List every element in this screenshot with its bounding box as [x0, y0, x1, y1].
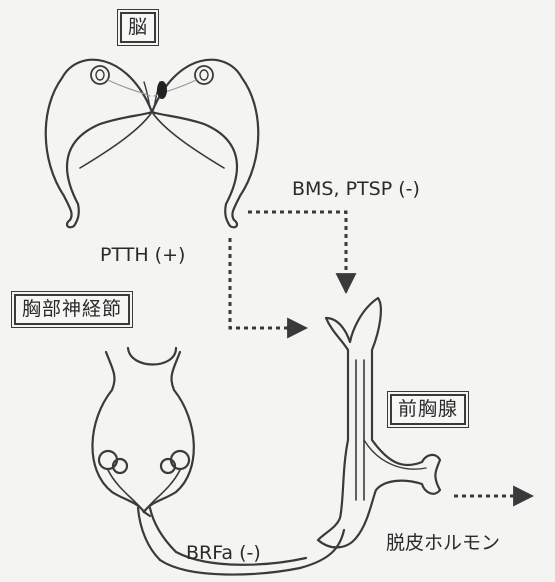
brain-label: 脳: [120, 12, 156, 43]
thoracic-ganglion-label: 胸部神経節: [14, 294, 130, 325]
bms-ptsp-arrow: [248, 212, 346, 292]
prothoracic-gland-label: 前胸腺: [390, 394, 466, 425]
molting-hormone-label: 脱皮ホルモン: [386, 528, 500, 555]
brain-shape: [46, 60, 259, 228]
thoracic-ganglion-shape: [92, 348, 344, 575]
ptth-arrow: [230, 238, 306, 328]
ptth-label: PTTH (+): [100, 244, 185, 266]
brfa-label: BRFa (-): [186, 542, 261, 564]
bms-ptsp-label: BMS, PTSP (-): [292, 178, 420, 200]
